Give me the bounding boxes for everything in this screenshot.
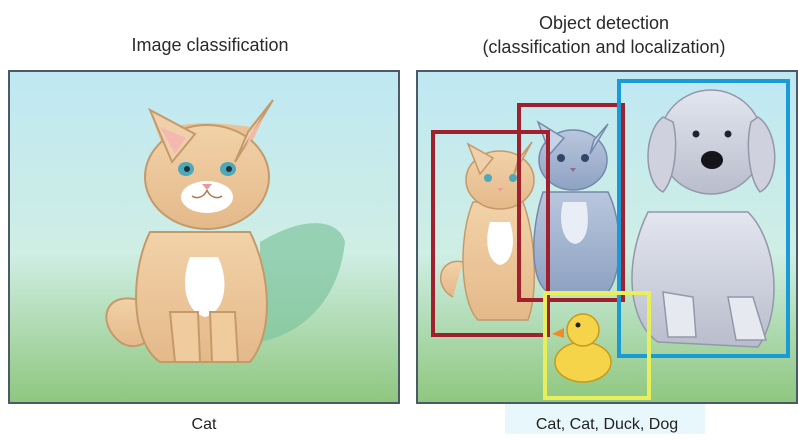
dog <box>632 90 775 347</box>
right-panel-title-line1: Object detection <box>410 12 798 34</box>
kitten-illustration <box>10 72 398 402</box>
right-panel-title-line2: (classification and localization) <box>410 36 798 58</box>
detection-illustration <box>418 72 796 402</box>
right-caption: Cat, Cat, Duck, Dog <box>416 416 798 434</box>
detection-image-panel <box>416 70 798 404</box>
left-caption: Cat <box>8 416 400 434</box>
classification-image-panel <box>8 70 400 404</box>
left-panel-title: Image classification <box>10 34 410 56</box>
